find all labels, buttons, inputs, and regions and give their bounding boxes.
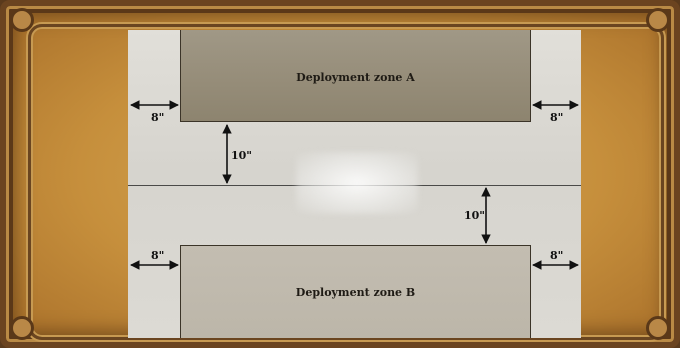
frame-corner-top-left — [10, 8, 34, 32]
frame-corner-top-right — [646, 8, 670, 32]
measure-b-left: 8" — [151, 249, 165, 262]
deployment-zone-b: Deployment zone B — [180, 245, 531, 338]
blurred-logo — [296, 152, 418, 214]
frame-corner-bottom-right — [646, 316, 670, 340]
battlefield-map: Deployment zone A Deployment zone B — [128, 30, 581, 338]
frame-inner-border — [28, 24, 664, 340]
deployment-zone-a: Deployment zone A — [180, 30, 531, 122]
deployment-zone-a-label: Deployment zone A — [296, 71, 415, 84]
measure-a-left: 8" — [151, 111, 165, 124]
measure-gap-center-b: 10" — [464, 209, 486, 222]
measure-gap-a-center: 10" — [231, 149, 253, 162]
deployment-zone-b-label: Deployment zone B — [295, 285, 416, 299]
frame-corner-bottom-left — [10, 316, 34, 340]
measure-b-right: 8" — [550, 249, 564, 262]
measure-a-right: 8" — [550, 111, 564, 124]
